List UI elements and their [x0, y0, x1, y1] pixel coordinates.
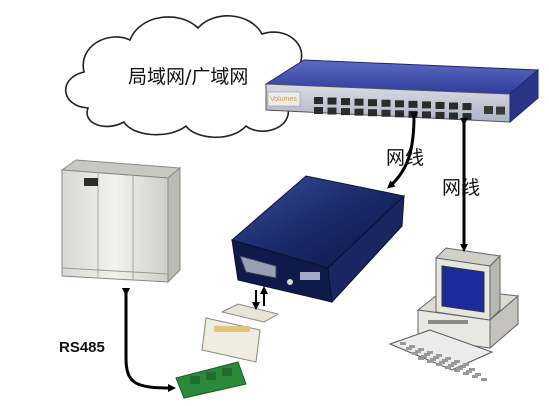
keyboard-key — [463, 372, 469, 375]
switch-uplink-port — [496, 106, 505, 115]
switch-brand-label: Volumes — [270, 96, 297, 103]
switch-port — [435, 111, 445, 119]
serial-device-server — [230, 175, 406, 304]
keyboard-key — [436, 363, 442, 366]
rs485-converter — [175, 303, 280, 399]
keyboard-key — [436, 354, 442, 357]
arrow-cabinet-converter — [122, 288, 176, 392]
cloud-label: 局域网/广域网 — [128, 66, 249, 88]
keyboard-key — [439, 361, 445, 364]
switch-port — [341, 108, 350, 116]
keyboard-key — [463, 363, 469, 366]
keyboard-key — [415, 350, 421, 353]
keyboard-keys — [400, 342, 487, 381]
keyboard-key — [418, 357, 424, 360]
keyboard-key — [442, 359, 448, 362]
switch-port — [354, 98, 364, 106]
cable-label-server: 网线 — [386, 147, 425, 169]
keyboard-key — [451, 362, 457, 365]
keyboard-key — [460, 365, 466, 368]
keyboard-key — [445, 357, 451, 360]
arrow-switch-server — [387, 111, 419, 189]
keyboard-key — [448, 364, 454, 367]
keyboard-key — [409, 345, 415, 348]
keyboard-key — [427, 360, 433, 363]
keyboard-key — [418, 348, 424, 351]
keyboard-key — [472, 375, 478, 378]
switch-port — [408, 100, 418, 108]
equipment-cabinet — [60, 159, 182, 284]
keyboard-key — [412, 352, 418, 355]
keyboard-key — [454, 369, 460, 372]
keyboard-key — [421, 355, 427, 358]
switch-port — [354, 108, 364, 116]
keyboard-key — [445, 366, 451, 369]
keyboard-key — [406, 347, 412, 350]
switch-port — [395, 100, 404, 108]
keyboard-key — [466, 370, 472, 373]
switch-uplink-port — [484, 106, 493, 114]
switch-port — [381, 109, 391, 117]
arrow-server-converter — [252, 286, 268, 310]
cloud-shape — [64, 15, 313, 138]
switch-port — [462, 103, 472, 111]
keyboard-key — [469, 368, 475, 371]
rs485-label: RS485 — [59, 339, 105, 356]
switch-port — [435, 101, 445, 109]
cable-label-computer: 网线 — [442, 177, 481, 199]
keyboard-key — [481, 378, 487, 381]
switch-port — [314, 97, 323, 104]
keyboard-key — [454, 360, 460, 363]
switch-port — [449, 112, 458, 120]
switch-port — [462, 113, 472, 121]
switch-port — [368, 109, 377, 117]
switch-port — [314, 107, 323, 114]
switch-port — [422, 111, 431, 119]
switch-ports — [314, 97, 505, 121]
computer — [388, 247, 520, 371]
switch-port — [341, 98, 350, 106]
keyboard-key — [433, 356, 439, 359]
switch-port — [449, 102, 458, 110]
switch-port — [327, 107, 337, 115]
keyboard-key — [400, 342, 406, 345]
keyboard-key — [424, 353, 430, 356]
switch-port — [422, 101, 431, 109]
keyboard-key — [475, 373, 481, 376]
keyboard-key — [427, 351, 433, 354]
switch-port — [368, 99, 377, 107]
switch-port — [327, 97, 337, 105]
keyboard-key — [457, 367, 463, 370]
keyboard-key — [430, 358, 436, 361]
switch-port — [381, 99, 391, 107]
switch-port — [395, 110, 404, 118]
